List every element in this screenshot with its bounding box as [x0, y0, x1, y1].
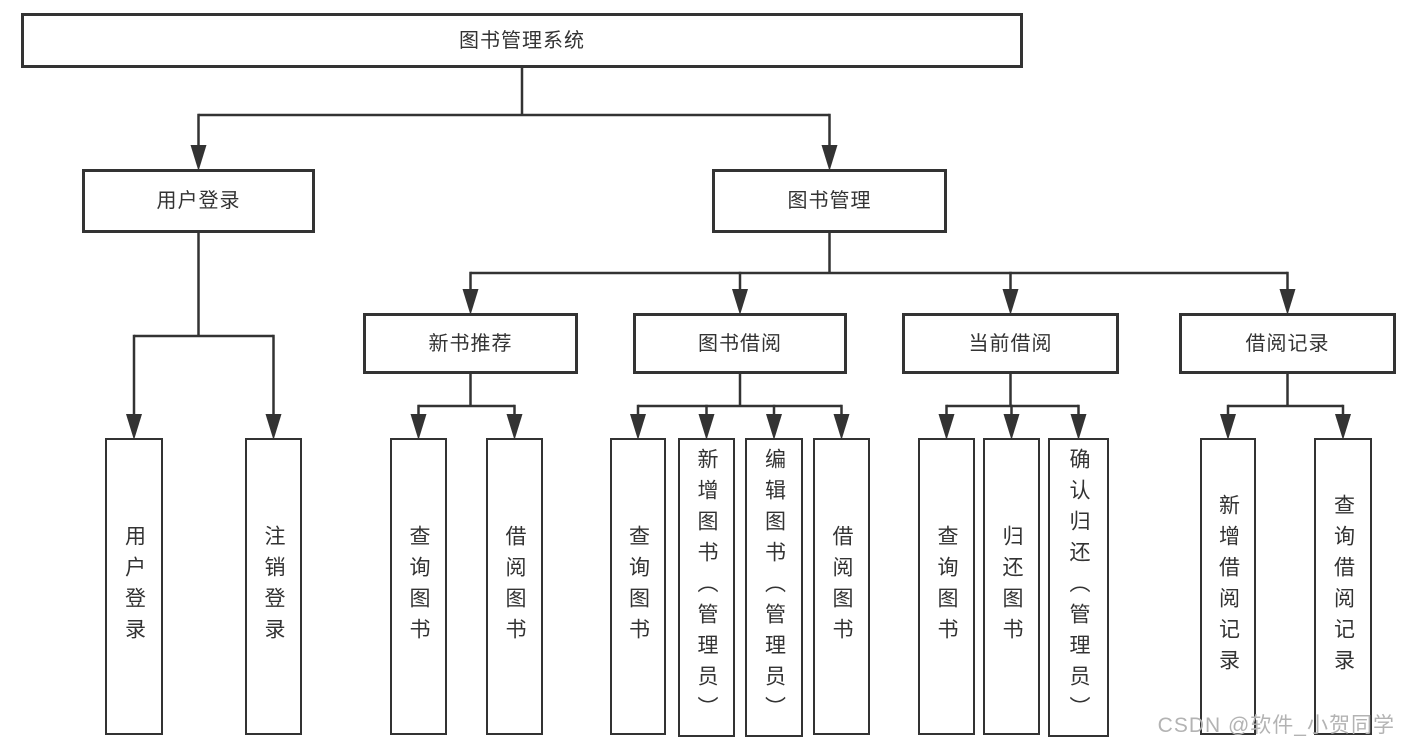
node-leaf-return-books: 归还图书: [983, 438, 1040, 735]
node-current-borrow: 当前借阅: [902, 313, 1119, 374]
node-book-borrow: 图书借阅: [633, 313, 847, 374]
node-leaf-user-login: 用户登录: [105, 438, 163, 735]
node-leaf-add-books: 新增图书（管理员）: [678, 438, 735, 737]
node-leaf-borrow-books-borrow: 借阅图书: [813, 438, 870, 735]
node-leaf-borrow-books-recommend: 借阅图书: [486, 438, 543, 735]
node-root: 图书管理系统: [21, 13, 1023, 68]
node-borrow-records: 借阅记录: [1179, 313, 1396, 374]
node-leaf-query-borrow-record: 查询借阅记录: [1314, 438, 1372, 735]
node-leaf-confirm-return: 确认归还（管理员）: [1048, 438, 1109, 737]
node-user-login: 用户登录: [82, 169, 315, 233]
node-leaf-logout: 注销登录: [245, 438, 302, 735]
node-leaf-query-books-current: 查询图书: [918, 438, 975, 735]
node-leaf-edit-books: 编辑图书（管理员）: [745, 438, 803, 737]
node-leaf-query-books-borrow: 查询图书: [610, 438, 666, 735]
node-new-book-recommend: 新书推荐: [363, 313, 578, 374]
node-leaf-add-borrow-record: 新增借阅记录: [1200, 438, 1256, 735]
node-leaf-query-books-recommend: 查询图书: [390, 438, 447, 735]
node-book-management: 图书管理: [712, 169, 947, 233]
